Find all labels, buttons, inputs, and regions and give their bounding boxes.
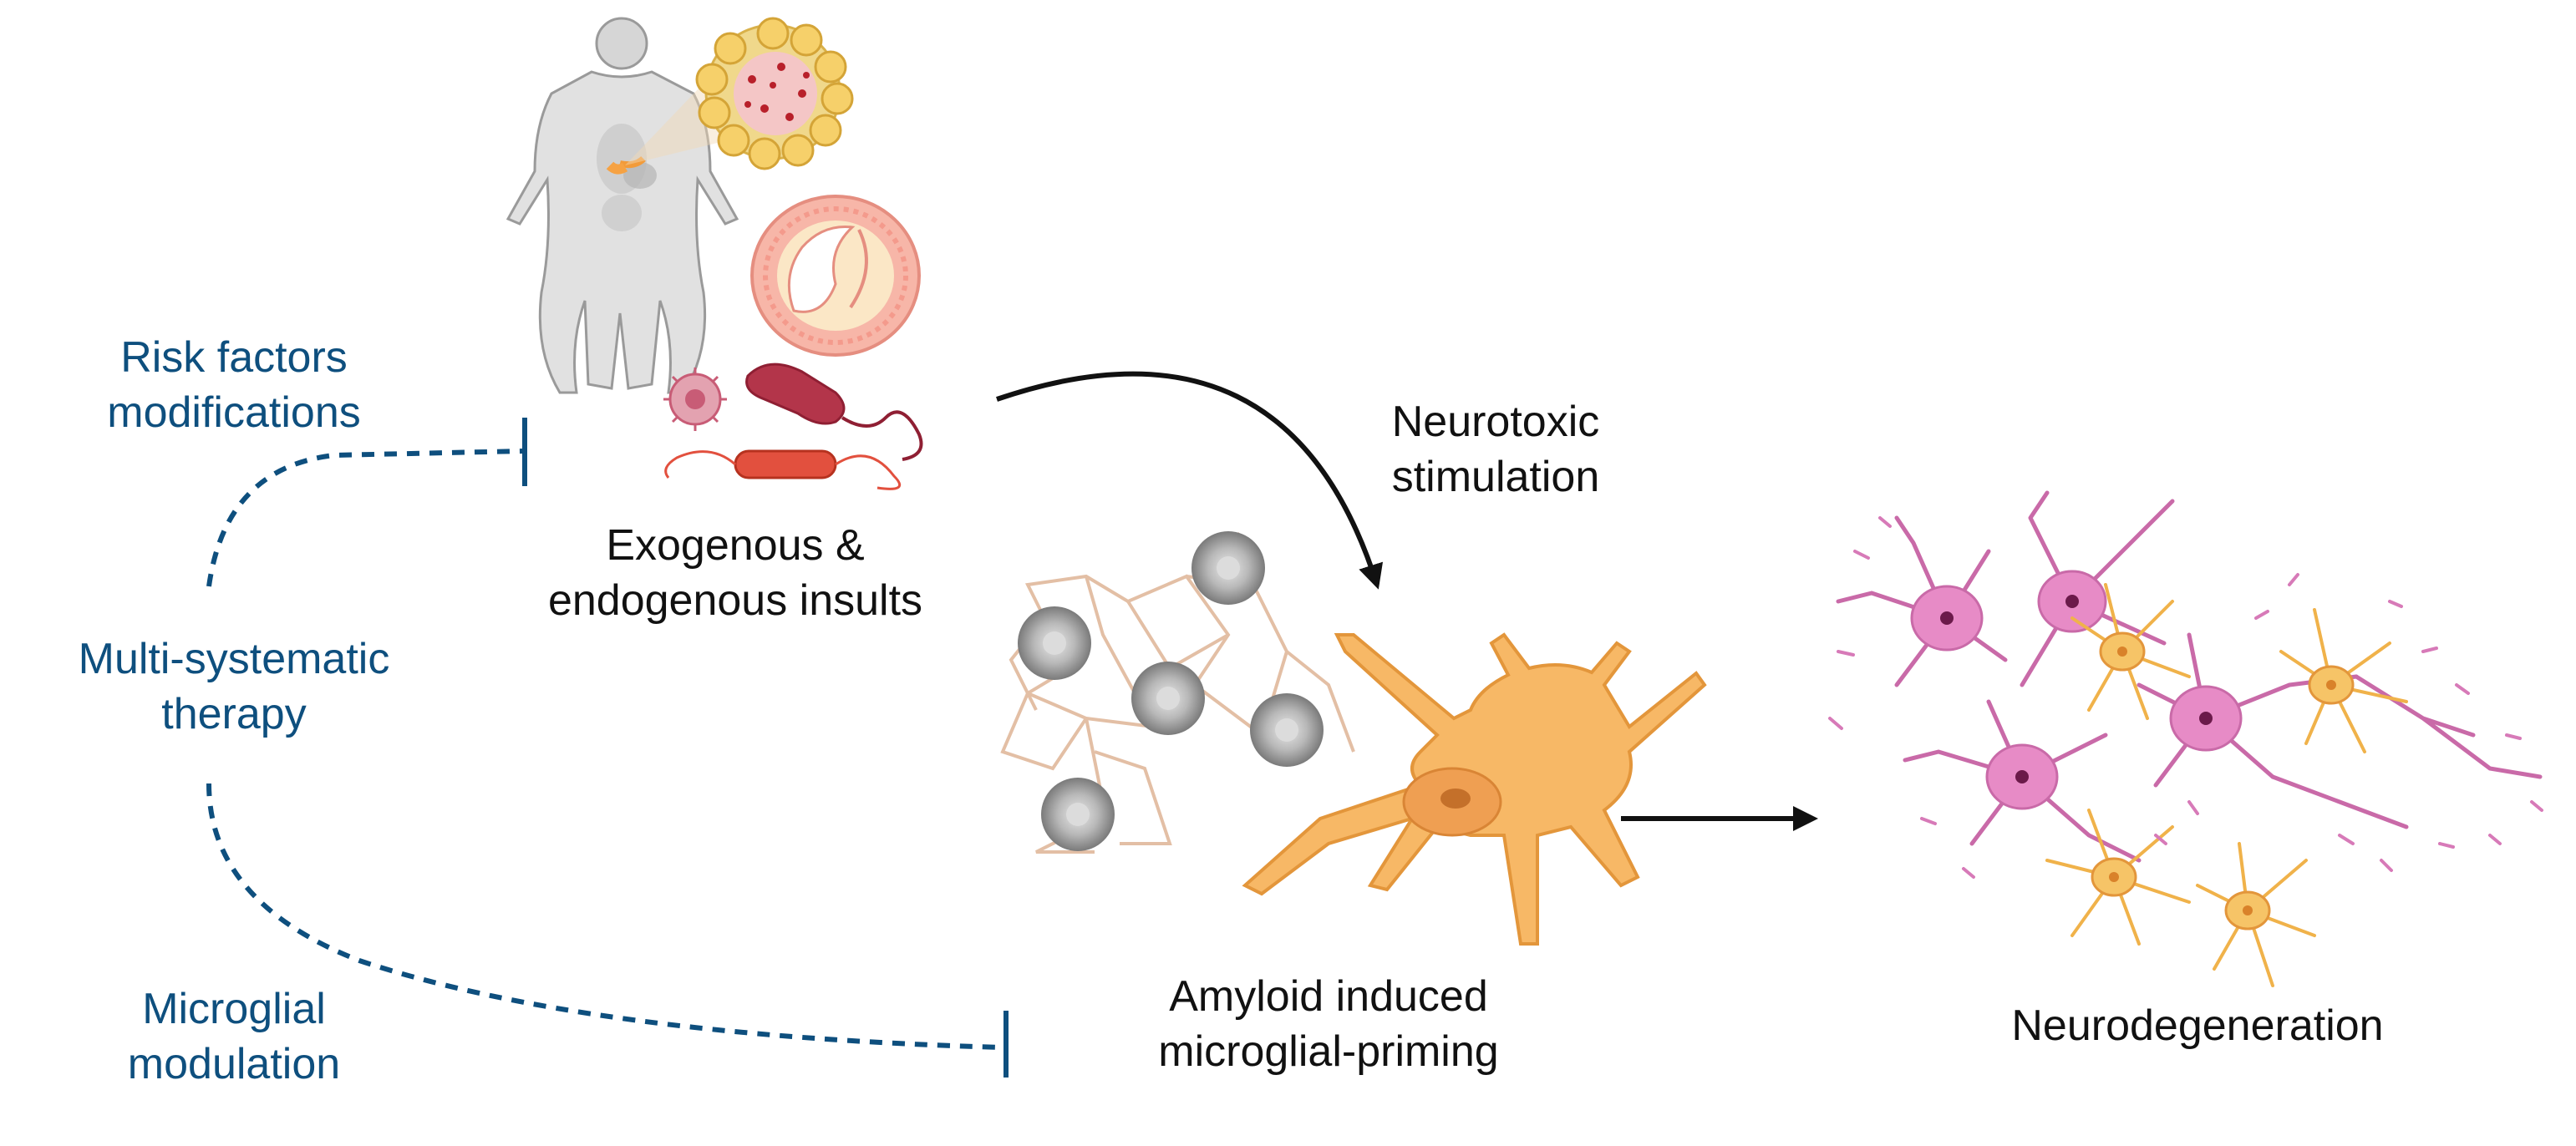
risk-inhibition-line: [206, 449, 524, 587]
neurotoxic-curved-arrow: [996, 371, 1384, 590]
microglial-modulation-label: Microglial modulation: [50, 981, 418, 1092]
risk-factors-line1: Risk factors: [120, 333, 348, 382]
neurotoxic-line1: Neurotoxic: [1391, 398, 1600, 446]
insults-line2: endogenous insults: [547, 576, 923, 625]
bacterium-icon: [664, 363, 923, 490]
insults-line1: Exogenous &: [606, 521, 865, 570]
artery-plaque-icon: [750, 195, 921, 357]
priming-line2: microglial-priming: [1158, 1027, 1499, 1076]
neurotoxic-label: Neurotoxic stimulation: [1320, 394, 1671, 505]
virus-icon: [663, 368, 727, 431]
astrocyte-icon: [2045, 583, 2408, 987]
priming-line1: Amyloid induced: [1169, 972, 1488, 1021]
risk-factors-label: Risk factors modifications: [50, 330, 418, 440]
multi-systematic-line2: therapy: [161, 690, 307, 738]
multi-systematic-label: Multi-systematic therapy: [8, 631, 460, 742]
microglia-inhibition-line: [206, 783, 1003, 1050]
amyloid-plaque-icon: [1000, 531, 1355, 854]
microglial-modulation-line2: modulation: [127, 1040, 341, 1088]
human-body-icon: [506, 17, 739, 394]
risk-factors-line2: modifications: [107, 388, 361, 437]
neuron-icon: [1836, 490, 2543, 863]
multi-systematic-line1: Multi-systematic: [78, 635, 390, 683]
insults-label: Exogenous & endogenous insults: [476, 518, 994, 628]
microglial-modulation-line1: Microglial: [142, 985, 326, 1033]
adipose-tissue-icon: [695, 17, 854, 170]
neurite-fragments: [1828, 516, 2543, 879]
microglia-cell-icon: [1242, 632, 1707, 946]
neurodegeneration-label: Neurodegeneration: [2011, 1001, 2384, 1050]
priming-label: Amyloid induced microglial-priming: [1078, 969, 1579, 1079]
neurotoxic-line2: stimulation: [1391, 453, 1600, 501]
